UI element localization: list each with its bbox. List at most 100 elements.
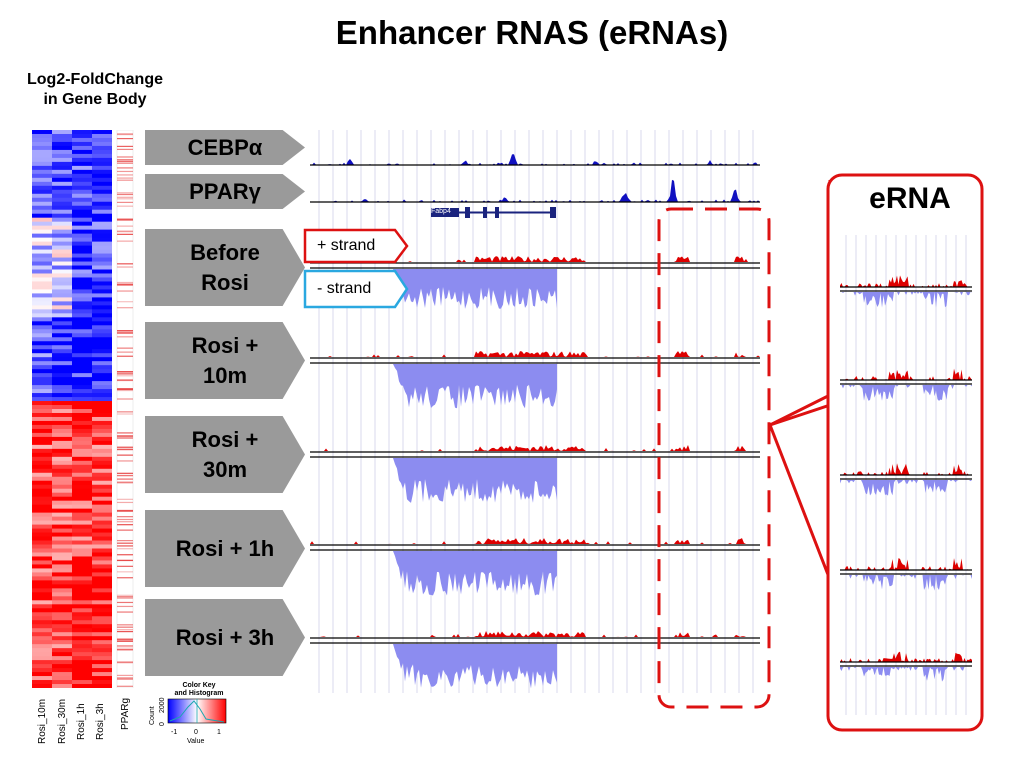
heatmap-cell	[32, 181, 52, 187]
heatmap-cell	[32, 468, 52, 474]
heatmap-cell	[92, 532, 112, 538]
heatmap-cell	[72, 416, 92, 422]
heatmap-cell	[32, 169, 52, 175]
heatmap-cell	[72, 620, 92, 625]
heatmap-cell	[52, 420, 72, 426]
heatmap-cell	[32, 321, 52, 326]
heatmap-cell	[52, 652, 72, 657]
pparg-mark	[117, 509, 133, 512]
pparg-mark	[117, 160, 133, 163]
heatmap-cell	[32, 500, 52, 506]
pparg-mark	[117, 133, 133, 136]
heatmap-cell	[72, 221, 92, 227]
heatmap-cell	[92, 548, 112, 553]
heatmap-cell	[72, 381, 92, 386]
heatmap-cell	[92, 684, 112, 688]
heatmap-cell	[92, 412, 112, 418]
pparg-mark	[117, 284, 133, 286]
pparg-mark	[117, 475, 133, 477]
condition-label-line1: Rosi + 1h	[175, 535, 275, 561]
heatmap-cell	[32, 277, 52, 282]
heatmap-cell	[52, 604, 72, 609]
heatmap-cell	[32, 504, 52, 510]
heatmap-cell	[92, 468, 112, 474]
heatmap-cell	[32, 409, 52, 414]
pparg-mark	[117, 159, 133, 161]
heatmap-cell	[32, 656, 52, 661]
heatmap-cell	[52, 401, 72, 406]
heatmap-cell	[52, 157, 72, 163]
heatmap-cell	[72, 488, 92, 494]
heatmap-cell	[92, 201, 112, 207]
color-key-xtick: -1	[171, 729, 178, 736]
heatmap-cell	[72, 640, 92, 645]
heatmap-cell	[92, 130, 112, 135]
heatmap-cell	[32, 329, 52, 334]
pparg-mark	[117, 645, 133, 647]
heatmap-cell	[72, 137, 92, 143]
heatmap-cell	[92, 560, 112, 565]
color-key-ylabel: Count	[149, 706, 156, 725]
color-key-title: Color Key and Histogram	[168, 682, 230, 698]
heatmap-cell	[92, 157, 112, 163]
heatmap-cell	[92, 393, 112, 398]
erna-plus-signal	[840, 463, 972, 475]
plus-strand-label: + strand	[317, 237, 376, 254]
condition-label-line1: Rosi + 3h	[175, 624, 275, 650]
heatmap-cell	[72, 161, 92, 167]
pparg-mark	[117, 347, 133, 350]
heatmap-cell	[52, 488, 72, 494]
heatmap-cell	[32, 405, 52, 410]
heatmap-cell	[52, 297, 72, 302]
heatmap-cell	[32, 636, 52, 641]
heatmap-cell	[92, 556, 112, 561]
heatmap-cell	[92, 424, 112, 430]
heatmap-cell	[72, 508, 92, 514]
heatmap-cell	[92, 305, 112, 310]
heatmap-cell	[92, 137, 112, 143]
heatmap-cell	[92, 552, 112, 557]
pparg-mark	[117, 290, 133, 292]
fabp4-gene-model	[431, 207, 556, 218]
heatmap-cell	[72, 660, 92, 665]
heatmap-cell	[52, 648, 72, 653]
pparg-mark	[117, 167, 133, 169]
heatmap-cell	[52, 237, 72, 243]
color-key-xtick: 0	[194, 729, 198, 736]
heatmap-cell	[92, 337, 112, 342]
heatmap-cell	[52, 325, 72, 330]
pparg-mark	[117, 332, 133, 334]
minus-strand-signal	[393, 644, 557, 689]
pparg-mark	[117, 233, 133, 235]
heatmap-cell	[72, 189, 92, 195]
minus-strand-signal	[393, 551, 557, 596]
heatmap-cell	[72, 596, 92, 601]
heatmap-cell	[92, 656, 112, 661]
condition-label-line2: Rosi	[201, 269, 249, 295]
heatmap-cell	[92, 189, 112, 195]
heatmap-cell	[92, 676, 112, 681]
pparg-mark	[117, 371, 133, 373]
heatmap-cell	[32, 568, 52, 573]
heatmap-cell	[32, 488, 52, 494]
heatmap-cell	[32, 672, 52, 677]
heatmap-cell	[32, 309, 52, 314]
heatmap-cell	[52, 137, 72, 143]
heatmap-cell	[72, 628, 92, 633]
pparg-mark	[117, 548, 133, 550]
heatmap-cell	[72, 385, 92, 390]
heatmap-cell	[32, 604, 52, 609]
pparg-mark	[117, 647, 133, 649]
heatmap-cell	[72, 624, 92, 629]
heatmap-cell	[92, 273, 112, 278]
heatmap-cell	[72, 544, 92, 549]
heatmap-cell	[52, 149, 72, 155]
plus-strand-signal	[310, 351, 760, 357]
heatmap-cell	[32, 145, 52, 151]
heatmap-cell	[32, 512, 52, 518]
heatmap-cell	[32, 197, 52, 203]
heatmap-cell	[52, 381, 72, 386]
heatmap-cell	[92, 496, 112, 502]
heatmap-cell	[72, 337, 92, 342]
heatmap-title-line2: in Gene Body	[43, 91, 147, 108]
